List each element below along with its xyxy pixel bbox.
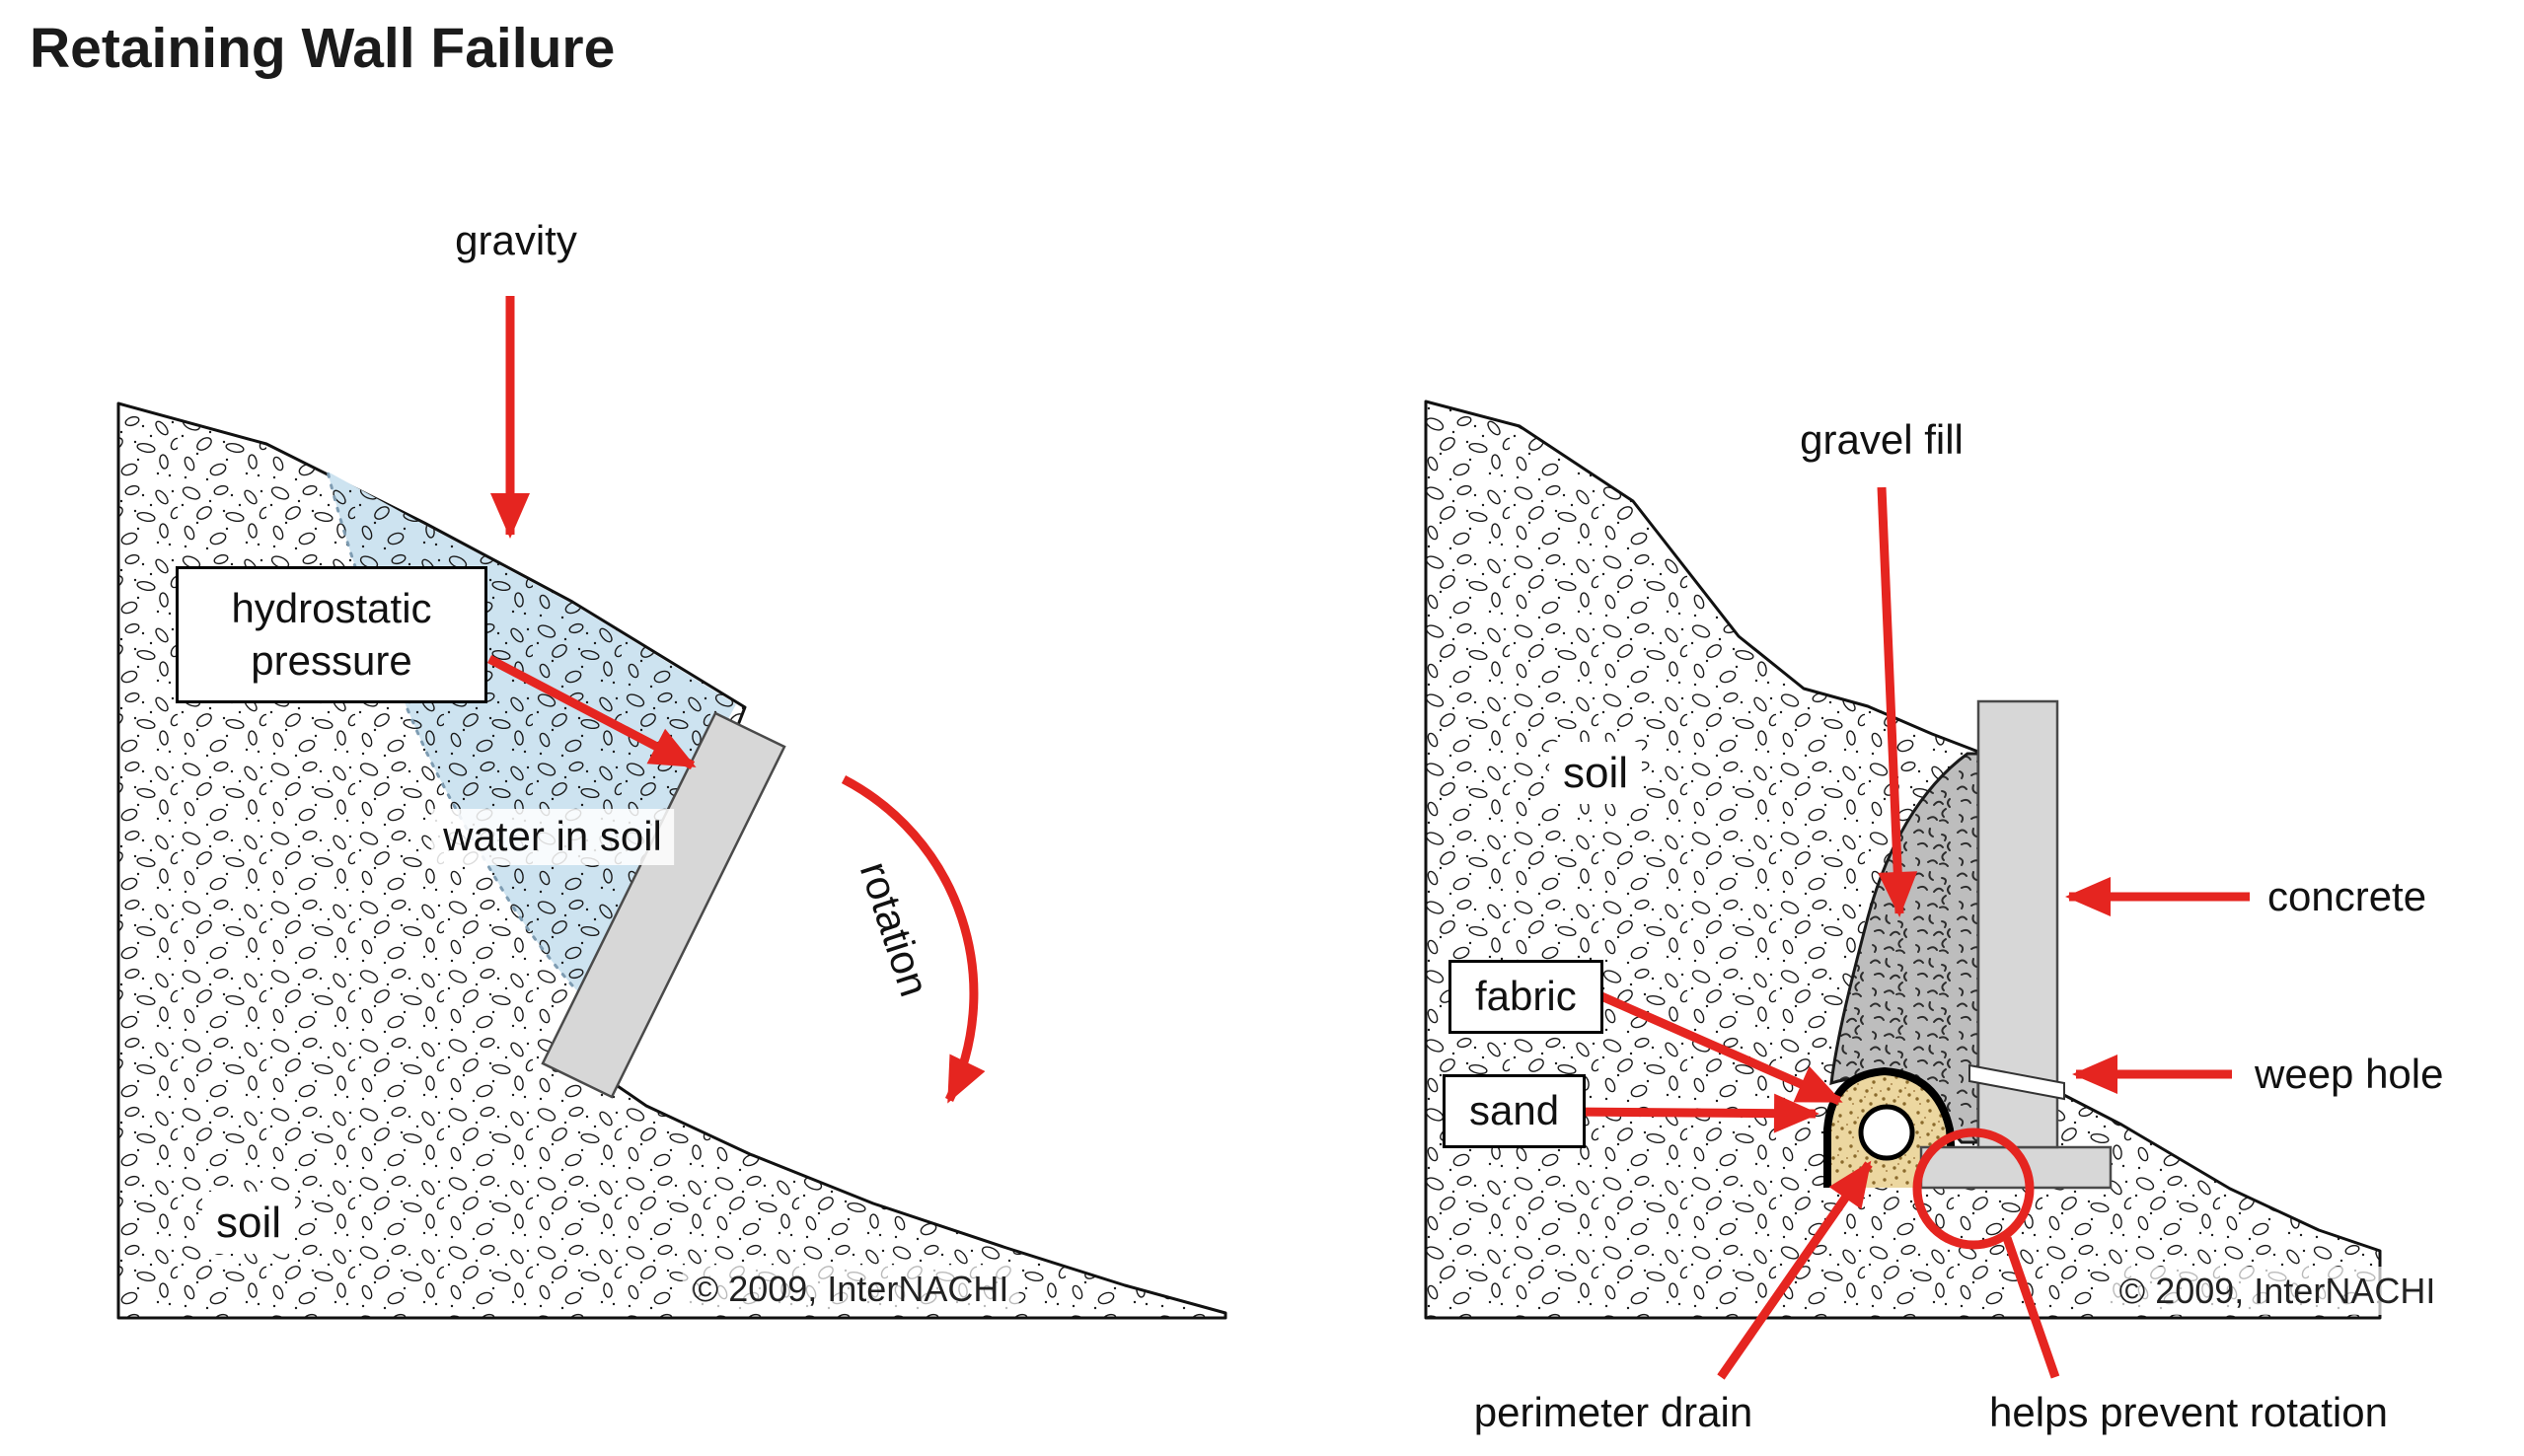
- fabric-line: [1823, 1066, 1958, 1189]
- fabric-pointer-line: [1591, 987, 1843, 1106]
- helps-prevent-rotation-pointer-line: [2002, 1236, 2060, 1379]
- gravel-fill-arrow: [1877, 486, 1918, 917]
- copyright-left: © 2009, InterNACHI: [682, 1265, 1019, 1313]
- perimeter-drain-label: perimeter drain: [1473, 1389, 1753, 1435]
- rotation-prevention-circle: [1912, 1128, 2035, 1250]
- helps-prevent-rotation-label: helps prevent rotation: [1989, 1389, 2388, 1435]
- failed-wall: [541, 711, 786, 1099]
- perimeter-drain-pointer-line: [1717, 1160, 1873, 1380]
- hydrostatic-arrow: [486, 655, 697, 769]
- water-in-soil-label: water in soil: [431, 809, 674, 865]
- soil-label-right: soil: [1548, 742, 1643, 804]
- diagram-right-proper: [1424, 400, 2382, 1320]
- sand-label: sand: [1443, 1074, 1587, 1148]
- water-boundary-line: [326, 470, 582, 996]
- hydrostatic-pressure-label: hydrostatic pressure: [176, 566, 487, 703]
- page-title: Retaining Wall Failure: [30, 17, 616, 80]
- weep-hole-label: weep hole: [2255, 1050, 2444, 1097]
- soil-label-left: soil: [201, 1192, 296, 1254]
- concrete-label: concrete: [2267, 872, 2427, 919]
- perimeter-drain-pipe: [1858, 1104, 1915, 1161]
- annotation-arrows: [486, 296, 2250, 1380]
- weep-hole-slot: [1968, 1063, 2065, 1101]
- sand-arrow: [1568, 1093, 1819, 1133]
- copyright-right: © 2009, InterNACHI: [2109, 1267, 2446, 1315]
- gravel-fill-label: gravel fill: [1800, 416, 1964, 463]
- fabric-label: fabric: [1448, 960, 1603, 1034]
- rotation-arc-arrow: [841, 775, 986, 1104]
- gravity-label: gravity: [455, 217, 577, 263]
